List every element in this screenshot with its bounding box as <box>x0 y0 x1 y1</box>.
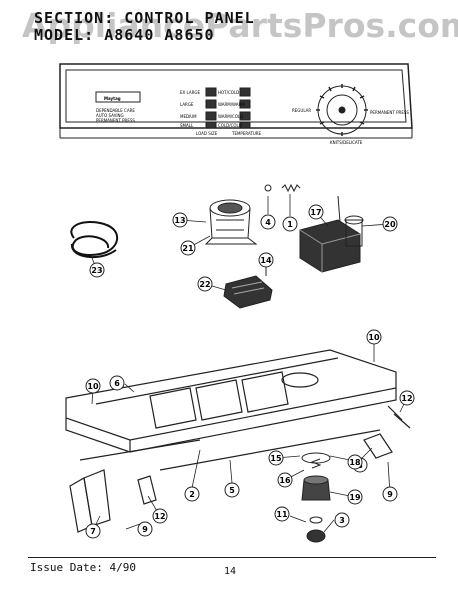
svg-text:16: 16 <box>279 476 291 485</box>
svg-text:11: 11 <box>276 510 288 519</box>
control-panel-illustration <box>59 63 413 139</box>
svg-text:20: 20 <box>384 220 396 229</box>
svg-text:12: 12 <box>154 512 165 521</box>
watermark: AppliancePartsPros.com <box>22 6 458 45</box>
callout-20: 20 <box>382 216 398 232</box>
load-size-label-1: EX LARGE <box>180 90 200 95</box>
dial-label-permanent-press: PERMANENT PRESS <box>370 110 409 115</box>
callout-12a: 12 <box>152 508 168 524</box>
callouts: 1 2 3 4 5 6 7 8 9 9 10 10 11 12 12 13 14… <box>85 204 415 539</box>
svg-text:7: 7 <box>90 527 96 536</box>
svg-text:14: 14 <box>260 256 272 265</box>
dial-label-regular: REGULAR <box>292 108 311 113</box>
load-size-label-2: LARGE <box>180 102 194 107</box>
svg-text:19: 19 <box>349 493 361 502</box>
temperature-label-1: HOT/COLD <box>218 90 239 95</box>
callout-5: 5 <box>224 482 240 498</box>
svg-text:12: 12 <box>401 394 412 403</box>
svg-text:6: 6 <box>114 379 120 388</box>
callout-13: 13 <box>172 212 188 228</box>
callout-15: 15 <box>268 450 284 466</box>
temperature-label-2: WARM/WARM <box>218 102 245 107</box>
fill-switch-illustration <box>223 275 273 309</box>
callout-23: 23 <box>89 262 105 278</box>
svg-text:1: 1 <box>287 220 293 229</box>
panel-model-line-2: AUTO SAVING <box>96 113 124 118</box>
timer-illustration <box>299 195 364 273</box>
svg-text:22: 22 <box>199 280 210 289</box>
svg-text:4: 4 <box>265 218 271 227</box>
dial-label-knits: KNITS/DELICATE <box>330 140 363 145</box>
callout-9a: 9 <box>382 486 398 502</box>
temperature-caption: TEMPERATURE <box>231 131 262 136</box>
footer-rule <box>28 557 436 558</box>
callout-21: 21 <box>180 240 196 256</box>
temperature-label-4: COLD/COLD <box>218 123 242 128</box>
section-title: SECTION: CONTROL PANEL <box>34 9 255 27</box>
switch-assembly-illustration <box>204 199 258 245</box>
load-size-label-4: SMALL <box>180 123 194 128</box>
callout-12b: 12 <box>399 390 415 406</box>
model-line: MODEL: A8640 A8650 <box>34 26 215 44</box>
svg-text:21: 21 <box>182 244 194 253</box>
callout-18: 18 <box>347 454 363 470</box>
panel-model-line-3: PERMANENT PRESS <box>96 118 135 123</box>
callout-4: 4 <box>260 214 276 230</box>
svg-text:10: 10 <box>87 382 99 391</box>
svg-text:17: 17 <box>310 208 321 217</box>
callout-9b: 9 <box>137 521 153 537</box>
callout-3: 3 <box>334 512 350 528</box>
callout-16: 16 <box>277 472 293 488</box>
temperature-label-3: WARM/COLD <box>218 114 243 119</box>
callout-10a: 10 <box>85 378 101 394</box>
panel-model-line-1: DEPENDABLE CARE <box>96 108 135 113</box>
callout-11: 11 <box>274 506 290 522</box>
svg-text:9: 9 <box>142 525 148 534</box>
callout-2: 2 <box>184 486 200 502</box>
panel-labels: Maytag DEPENDABLE CARE AUTO SAVING PERMA… <box>96 90 409 145</box>
callout-6: 6 <box>109 375 125 391</box>
svg-text:15: 15 <box>270 454 282 463</box>
svg-text:23: 23 <box>91 266 102 275</box>
callout-22: 22 <box>197 276 213 292</box>
page-number: 14 <box>224 566 237 577</box>
knob-assembly-illustration <box>301 452 331 543</box>
svg-text:3: 3 <box>339 516 345 525</box>
svg-text:9: 9 <box>387 490 393 499</box>
wire-harness-illustration <box>70 220 118 259</box>
section-header: SECTION: CONTROL PANEL MODEL: A8640 A865… <box>34 10 255 44</box>
callout-14: 14 <box>258 252 274 268</box>
console-frame-illustration <box>65 349 411 533</box>
load-size-label-3: MEDIUM <box>180 114 197 119</box>
issue-date: Issue Date: 4/90 <box>30 561 136 574</box>
svg-text:10: 10 <box>368 333 380 342</box>
callout-10b: 10 <box>366 329 382 345</box>
svg-text:5: 5 <box>229 486 235 495</box>
panel-brand: Maytag <box>104 96 121 101</box>
callout-17: 17 <box>308 204 324 220</box>
callout-7: 7 <box>85 523 101 539</box>
svg-text:13: 13 <box>174 216 185 225</box>
callout-1: 1 <box>282 216 298 232</box>
svg-text:2: 2 <box>189 490 195 499</box>
svg-text:18: 18 <box>349 458 361 467</box>
callout-19: 19 <box>347 489 363 505</box>
load-size-caption: LOAD SIZE <box>196 131 218 136</box>
